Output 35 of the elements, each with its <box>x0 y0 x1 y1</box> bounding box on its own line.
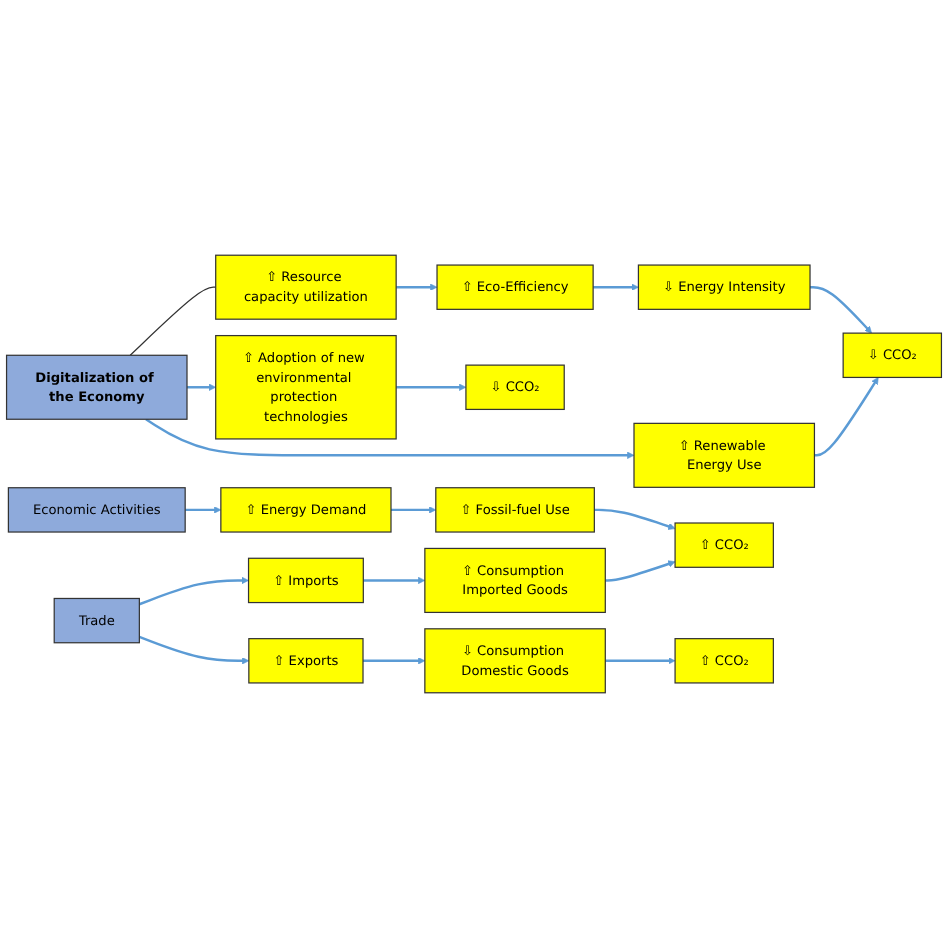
arrow <box>396 383 467 391</box>
arrow <box>396 283 438 291</box>
node-box <box>436 264 594 310</box>
arrow <box>391 506 437 514</box>
arrow <box>605 560 676 582</box>
arrow <box>363 657 426 665</box>
node-box <box>424 628 606 694</box>
node-box <box>633 422 816 488</box>
arrow <box>594 508 676 530</box>
arrow <box>185 506 222 514</box>
arrow <box>138 576 249 606</box>
arrow <box>814 377 879 457</box>
node-box <box>247 557 364 604</box>
arrow <box>145 418 635 459</box>
arrow <box>810 285 872 334</box>
node-box <box>248 638 364 684</box>
node-box <box>5 354 188 420</box>
node-box <box>637 264 811 310</box>
node-box <box>424 547 606 614</box>
arrow <box>605 657 676 665</box>
node-box <box>842 332 943 379</box>
connector <box>129 286 217 356</box>
node-box <box>435 487 595 533</box>
node-box <box>215 334 397 440</box>
arrow <box>593 283 639 291</box>
node-box <box>7 487 186 533</box>
node-box <box>674 638 774 684</box>
node-box <box>53 597 140 644</box>
arrow <box>363 576 426 585</box>
node-box <box>674 522 774 568</box>
node-box <box>220 487 392 533</box>
arrow <box>138 635 250 665</box>
node-box <box>465 364 565 411</box>
node-box <box>215 254 397 320</box>
arrow <box>187 383 217 391</box>
